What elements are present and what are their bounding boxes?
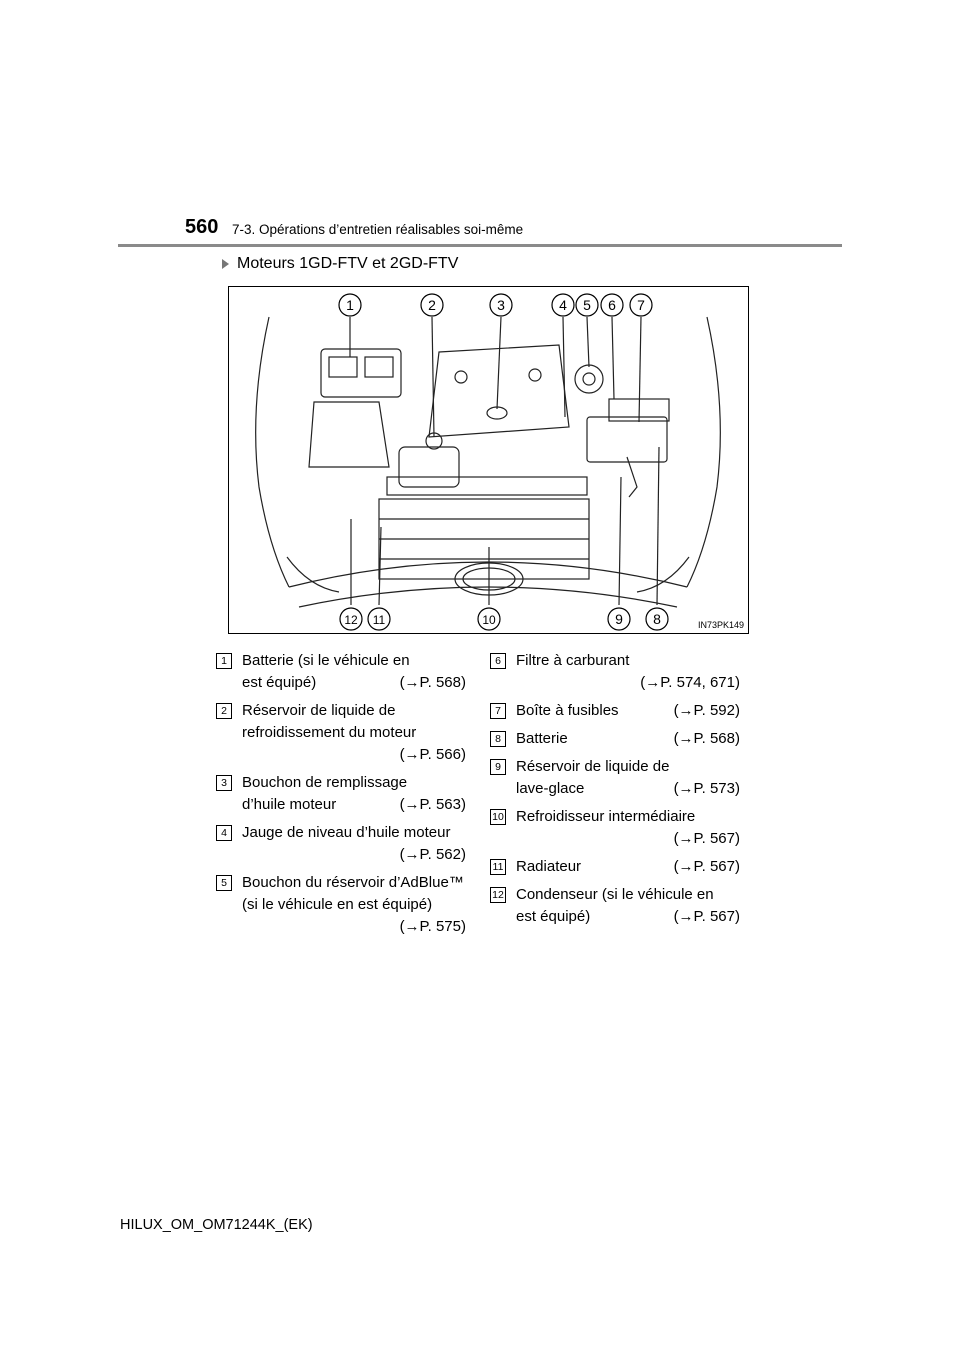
callout-11: 11 — [367, 607, 391, 631]
legend-text-line: Jauge de niveau d’huile moteur — [242, 824, 451, 841]
page-reference: (→P. 567) — [673, 830, 740, 847]
legend-text-line: Bouchon de remplissage — [242, 774, 408, 791]
legend-item: 4 Jauge de niveau d’huile moteur (→P. 562) — [216, 822, 466, 866]
page-reference: (→P. 575) — [399, 918, 466, 935]
legend-text-line: d’huile moteur(→P. 563) — [242, 794, 466, 816]
page-reference: (→P. 563) — [399, 796, 466, 813]
callout-label: 4 — [559, 297, 567, 313]
callout-label: 2 — [428, 297, 436, 313]
legend-item: 3 Bouchon de remplissage d’huile moteur(→P… — [216, 772, 466, 816]
triangle-bullet-icon — [222, 259, 229, 269]
callout-label: 11 — [373, 613, 386, 627]
legend-number-badge: 12 — [490, 887, 506, 903]
legend-text-line: lave-glace(→P. 573) — [516, 778, 740, 800]
page-reference: (→P. 592) — [673, 702, 740, 719]
legend-text-line: refroidissement du moteur — [242, 724, 417, 741]
legend-item: 5 Bouchon du réservoir d’AdBlue™ (si le vé… — [216, 872, 466, 938]
legend-text-line: Boîte à fusibles(→P. 592) — [516, 700, 740, 722]
page-reference: (→P. 562) — [399, 846, 466, 863]
callout-label: 6 — [608, 297, 616, 313]
section-heading: Moteurs 1GD-FTV et 2GD-FTV — [222, 255, 458, 273]
engine-compartment-figure: 1 2 3 4 5 6 7 12 11 10 9 8 IN73PK149 — [228, 286, 749, 634]
legend-item: 1 Batterie (si le véhicule en est équipé)(… — [216, 650, 466, 694]
legend-text-line: Réservoir de liquide de — [242, 702, 396, 719]
callout-5: 5 — [575, 293, 599, 317]
callout-10: 10 — [477, 607, 501, 631]
legend-number-badge: 11 — [490, 859, 506, 875]
callout-6: 6 — [600, 293, 624, 317]
page-reference: (→P. 567) — [673, 908, 740, 925]
legend-text-line: Radiateur(→P. 567) — [516, 856, 740, 878]
page-reference: (→P. 567) — [673, 858, 740, 875]
header-rule — [118, 244, 842, 247]
legend-number-badge: 9 — [490, 759, 506, 775]
page-reference: (→P. 573) — [673, 780, 740, 797]
legend-right: 6 Filtre à carburant (→P. 574, 671) 7 Boîte … — [490, 650, 740, 934]
callout-label: 7 — [637, 297, 645, 313]
callout-label: 12 — [344, 613, 358, 627]
callout-4: 4 — [551, 293, 575, 317]
callout-12: 12 — [339, 607, 363, 631]
callout-label: 3 — [497, 297, 505, 313]
legend-item: 6 Filtre à carburant (→P. 574, 671) — [490, 650, 740, 694]
legend-text-line: Batterie(→P. 568) — [516, 728, 740, 750]
callout-label: 5 — [583, 297, 591, 313]
footer-document-code: HILUX_OM_OM71244K_(EK) — [120, 1217, 313, 1233]
chapter-title: 7-3. Opérations d’entretien réalisables … — [232, 222, 524, 237]
legend-number-badge: 8 — [490, 731, 506, 747]
callout-label: 1 — [346, 297, 354, 313]
legend-item: 9 Réservoir de liquide de lave-glace(→P. 5… — [490, 756, 740, 800]
legend-left: 1 Batterie (si le véhicule en est équipé)(… — [216, 650, 466, 944]
legend-number-badge: 6 — [490, 653, 506, 669]
callout-1: 1 — [338, 293, 362, 317]
callout-8: 8 — [645, 607, 669, 631]
legend-text-line: Batterie (si le véhicule en — [242, 652, 410, 669]
legend-text-line: Filtre à carburant — [516, 652, 630, 669]
callout-2: 2 — [420, 293, 444, 317]
legend-number-badge: 10 — [490, 809, 506, 825]
section-heading-text: Moteurs 1GD-FTV et 2GD-FTV — [237, 255, 459, 272]
callout-label: 9 — [615, 611, 623, 627]
page-reference: (→P. 566) — [399, 746, 466, 763]
legend-number-badge: 3 — [216, 775, 232, 791]
legend-text-line: Refroidisseur intermédiaire — [516, 808, 696, 825]
legend-item: 2 Réservoir de liquide de refroidissement … — [216, 700, 466, 766]
page-reference: (→P. 568) — [673, 730, 740, 747]
legend-text-line: (si le véhicule en est équipé) — [242, 896, 433, 913]
legend-item: 11 Radiateur(→P. 567) — [490, 856, 740, 878]
legend-number-badge: 7 — [490, 703, 506, 719]
legend-item: 10 Refroidisseur intermédiaire (→P. 567) — [490, 806, 740, 850]
figure-code: IN73PK149 — [697, 620, 744, 630]
engine-illustration: 1 2 3 4 5 6 7 12 11 10 9 8 — [255, 293, 721, 631]
legend-text-line: Condenseur (si le véhicule en — [516, 886, 714, 903]
legend-text-line: est équipé)(→P. 568) — [242, 672, 466, 694]
page-reference: (→P. 568) — [399, 674, 466, 691]
legend-item: 7 Boîte à fusibles(→P. 592) — [490, 700, 740, 722]
callout-label: 8 — [653, 611, 661, 627]
legend-number-badge: 1 — [216, 653, 232, 669]
callout-label: 10 — [482, 613, 496, 627]
legend-text-line: Réservoir de liquide de — [516, 758, 670, 775]
page-number: 560 — [185, 216, 219, 238]
legend-item: 8 Batterie(→P. 568) — [490, 728, 740, 750]
callout-3: 3 — [489, 293, 513, 317]
callout-7: 7 — [629, 293, 653, 317]
legend-number-badge: 2 — [216, 703, 232, 719]
callout-9: 9 — [607, 607, 631, 631]
legend-text-line: est équipé)(→P. 567) — [516, 906, 740, 928]
legend-number-badge: 5 — [216, 875, 232, 891]
legend-number-badge: 4 — [216, 825, 232, 841]
legend-item: 12 Condenseur (si le véhicule en est équip… — [490, 884, 740, 928]
legend-text-line: Bouchon du réservoir d’AdBlue™ — [242, 874, 464, 891]
page-reference: (→P. 574, 671) — [640, 674, 740, 691]
